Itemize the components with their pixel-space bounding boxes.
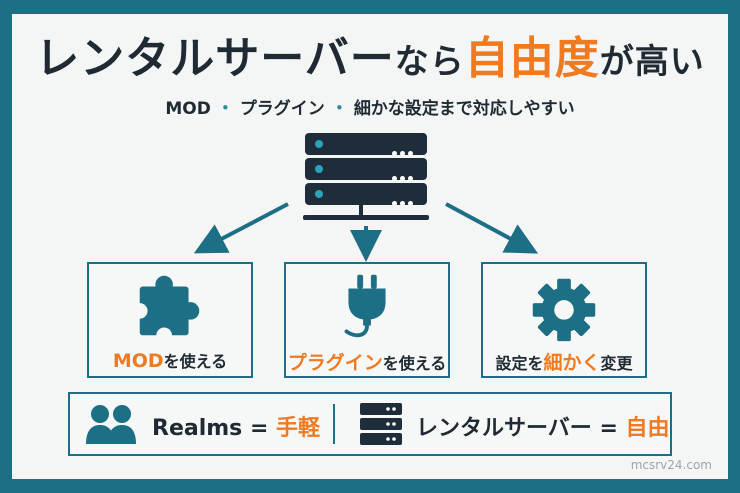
- realms-eq: =: [242, 416, 277, 441]
- card-plugin-accent: プラグイン: [287, 352, 383, 374]
- server-unit: [305, 183, 427, 206]
- watermark: mcsrv24.com: [630, 458, 712, 472]
- rental-value: 自由: [625, 416, 670, 441]
- plug-icon: [344, 274, 386, 338]
- card-mod-text: を使える: [163, 352, 228, 371]
- title-part1: レンタルサーバー: [35, 33, 395, 84]
- server-icon: [305, 133, 427, 208]
- card-plugin-text: を使える: [382, 354, 447, 373]
- server-unit: [305, 133, 427, 156]
- subtitle-sep2: ・: [330, 99, 348, 119]
- realms-name: Realms: [152, 416, 243, 441]
- card-settings-accent: 細かく: [543, 352, 601, 374]
- realms-value: 手軽: [276, 416, 321, 441]
- gear-icon: [532, 278, 596, 342]
- card-plugin: プラグインを使える: [284, 262, 450, 378]
- server-base: [303, 215, 429, 220]
- subtitle: MOD・プラグイン・細かな設定まで対応しやすい: [0, 94, 740, 119]
- card-settings-label: 設定を細かく変更: [483, 348, 645, 375]
- subtitle-sep1: ・: [216, 99, 234, 119]
- card-mod-label: MODを使える: [89, 348, 251, 372]
- page-title: レンタルサーバーなら自由度が高い: [0, 22, 740, 86]
- title-part3: 自由度: [464, 33, 600, 84]
- comparison-divider: [333, 404, 335, 444]
- server-unit: [305, 158, 427, 181]
- subtitle-item1: MOD: [165, 99, 211, 119]
- card-mod: MODを使える: [87, 262, 253, 378]
- comparison-right: レンタルサーバー = 自由: [416, 410, 670, 442]
- puzzle-icon: [131, 275, 200, 342]
- rental-eq: =: [591, 416, 626, 441]
- card-mod-accent: MOD: [112, 350, 164, 372]
- subtitle-item3: 細かな設定まで対応しやすい: [353, 99, 575, 119]
- card-settings: 設定を細かく変更: [481, 262, 647, 378]
- card-settings-prefix: 設定を: [495, 354, 544, 373]
- people-icon: [86, 405, 136, 444]
- title-part4: が高い: [599, 42, 705, 82]
- card-settings-text: 変更: [600, 354, 633, 373]
- server-stand: [359, 205, 363, 217]
- comparison-box: Realms = 手軽 レンタルサーバー = 自由: [68, 392, 672, 456]
- comparison-left: Realms = 手軽: [152, 410, 320, 442]
- card-plugin-label: プラグインを使える: [286, 348, 448, 375]
- arrow-left: [193, 202, 289, 254]
- rental-name: レンタルサーバー: [416, 416, 592, 441]
- arrow-right: [445, 202, 539, 254]
- subtitle-item2: プラグイン: [239, 99, 325, 119]
- server-small-icon: [360, 403, 402, 445]
- title-part2: なら: [394, 42, 465, 82]
